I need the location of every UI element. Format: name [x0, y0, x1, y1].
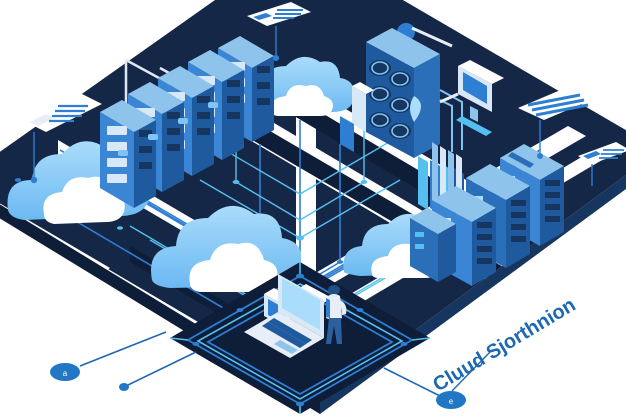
callout-badge-label: e [449, 397, 454, 406]
callout-badge[interactable] [436, 391, 466, 409]
card-thumb [583, 151, 601, 159]
rack-connectors [118, 102, 218, 156]
tower-side-panels [340, 82, 374, 152]
callout-leader-line [383, 367, 441, 397]
callout-bottom[interactable]: e [383, 351, 491, 409]
standing-person [326, 285, 347, 344]
callout-badge[interactable] [119, 383, 129, 391]
callout-left[interactable]: a [50, 331, 167, 381]
callout-leader-line [127, 351, 197, 386]
card-leader-dot [537, 153, 543, 159]
card-text-lines [49, 104, 88, 123]
card-text-lines [599, 149, 624, 159]
server-cabinet-group [410, 142, 564, 286]
monitor [439, 60, 504, 136]
workstation-nodes [192, 273, 408, 407]
monitor-cable [439, 92, 459, 104]
laptop [244, 274, 324, 358]
card-top-left [22, 92, 102, 184]
tower-crescent-accent [410, 96, 421, 122]
callout-leader-line [79, 331, 167, 367]
cloud-center-low [151, 205, 302, 292]
card-thumb [253, 13, 272, 20]
callout-badge-label: a [63, 369, 68, 378]
workstation-platform [169, 262, 431, 414]
server-rack-cluster [100, 36, 274, 208]
laptop-keyboard [262, 318, 312, 348]
card-leader-dot [30, 176, 38, 184]
card-text-lines [273, 9, 303, 19]
tower-cables [439, 89, 463, 152]
card-thumb [30, 114, 54, 126]
callout-leader-line [451, 351, 491, 392]
card-top-center [247, 2, 311, 61]
card-text-lines [527, 93, 589, 117]
callout-badge[interactable] [50, 363, 80, 381]
laptop-trackpad [274, 340, 298, 354]
server-cabinet [410, 208, 456, 282]
card-right-lower [578, 142, 626, 186]
tower-disks [369, 60, 411, 139]
rack [100, 100, 156, 208]
card-leader-dot [273, 55, 279, 61]
callout-left-dot[interactable] [119, 351, 197, 391]
card-right-upper [518, 86, 596, 159]
server-tower [340, 23, 464, 222]
